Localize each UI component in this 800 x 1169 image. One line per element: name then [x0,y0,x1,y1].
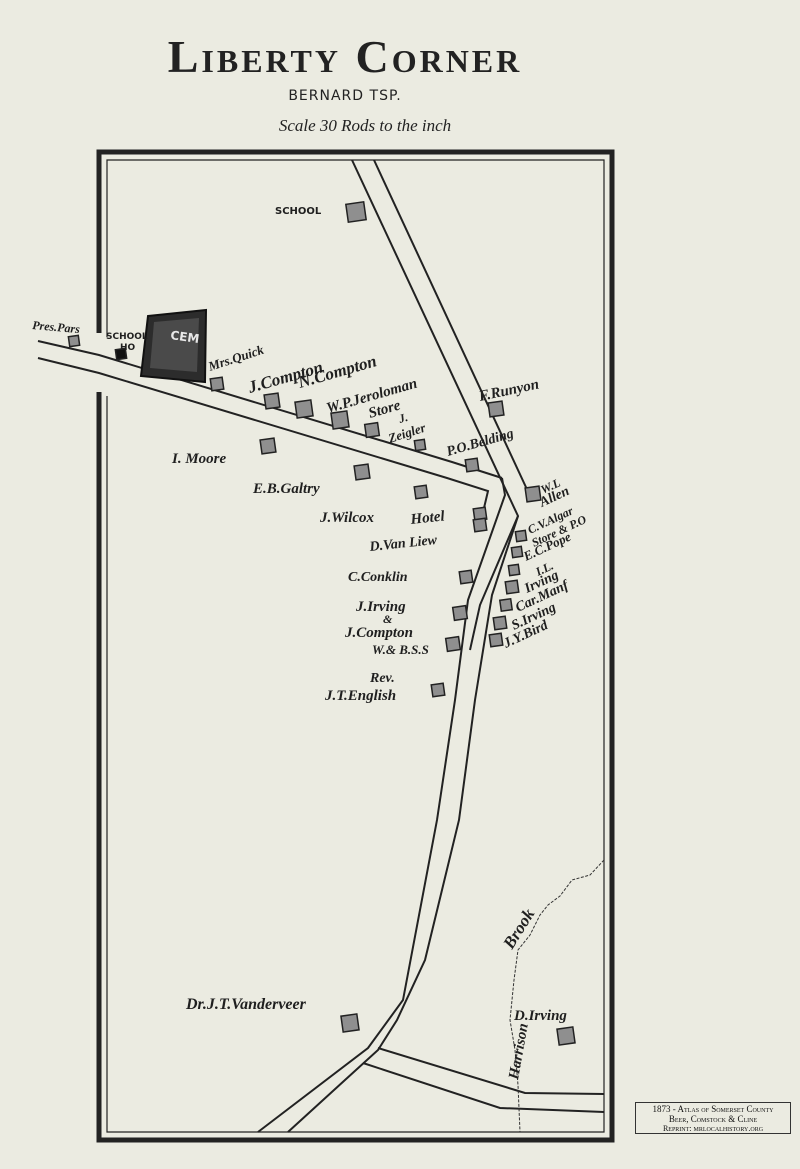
building-pres-pars [67,334,81,348]
map-frame [96,149,615,1143]
building-i-l-irving [507,563,521,577]
cemetery: CEM [139,308,208,384]
roads [37,159,605,1133]
township-subtitle: BERNARD TSP. [288,88,402,104]
mrs-quick-label: Mrs.Quick [205,342,266,374]
school-label: SCHOOL [275,206,322,217]
building-j-irving [451,604,469,622]
j-wilcox-label: J.Wilcox [319,510,375,526]
building-w-p-jeroloman [330,410,350,430]
building-j-wilcox [413,484,429,500]
building-e-c-pope [510,545,524,559]
j-irving-label: J.Irving [355,599,406,615]
cemetery-label: CEM [170,328,201,346]
building-s-irving [492,615,508,631]
c-conklin-label: C.Conklin [348,570,408,585]
ampersand-label: & [383,612,393,626]
w-b-ss-label: W.& B.S.S [372,642,429,657]
n-compton-label: N.Compton [295,351,379,392]
building-school-ho [114,347,128,361]
school-ho-label: SCHOOL [106,332,148,342]
building-i-moore [259,437,277,455]
building-c-v-algar [514,529,528,543]
scale-note: Scale 30 Rods to the inch [278,116,452,135]
building-j-y-bird [488,632,504,648]
e-b-galtry-label: E.B.Galtry [252,481,320,497]
d-irving-label: D.Irving [513,1008,567,1024]
pres-pars-label: Pres.Pars [32,318,81,336]
credit-line-1: 1873 - Atlas of Somerset County [652,1104,774,1114]
building-e-b-galtry [353,463,371,481]
building-j-t-english [430,682,446,698]
harrison-label: Harrison [506,1022,532,1082]
building-zeigler [413,438,427,452]
building-car-manf [498,597,514,613]
j-t-english-label: J.T.English [324,688,396,704]
credit-line-3: Reprint: mrlocalhistory.org [662,1124,764,1133]
atlas-credit-box: 1873 - Atlas of Somerset County Beer, Co… [635,1102,791,1134]
building-school [344,200,368,224]
map-title: Liberty Corner [167,31,523,82]
rev-label: Rev. [369,671,395,686]
zeigler-label: J. [396,410,409,426]
school-ho-label-2: HO [120,343,136,353]
harrison-brook [509,859,605,1133]
dr-vanderveer-label: Dr.J.T.Vanderveer [185,996,307,1013]
building-store [363,421,381,439]
brook-label: Brook [499,905,539,953]
building-j-compton-2 [444,635,462,653]
buildings [67,200,576,1046]
hotel-label: Hotel [409,508,446,528]
d-van-liew-label: D.Van Liew [368,533,439,555]
building-j-compton [263,392,281,410]
building-irving [504,579,520,595]
building-w-l-allen [524,485,542,503]
building-f-runyon [487,400,505,418]
f-runyon-label: F.Runyon [477,377,541,406]
building-c-conklin [458,569,474,585]
i-moore-label: I. Moore [171,451,227,467]
p-o-belding-label: P.O.Belding [445,426,515,459]
building-d-irving [556,1026,576,1046]
building-n-compton [294,399,314,419]
j-compton-2-label: J.Compton [344,625,413,641]
building-mrs-quick [209,376,225,392]
building-p-o-belding [464,457,480,473]
credit-line-2: Beer, Comstock & Cline [668,1114,758,1124]
building-dr-vanderveer [340,1013,360,1033]
labels: SCHOOL Pres.Pars SCHOOL HO Mrs.Quick J.C… [32,206,589,1082]
building-d-van-liew [472,517,488,533]
